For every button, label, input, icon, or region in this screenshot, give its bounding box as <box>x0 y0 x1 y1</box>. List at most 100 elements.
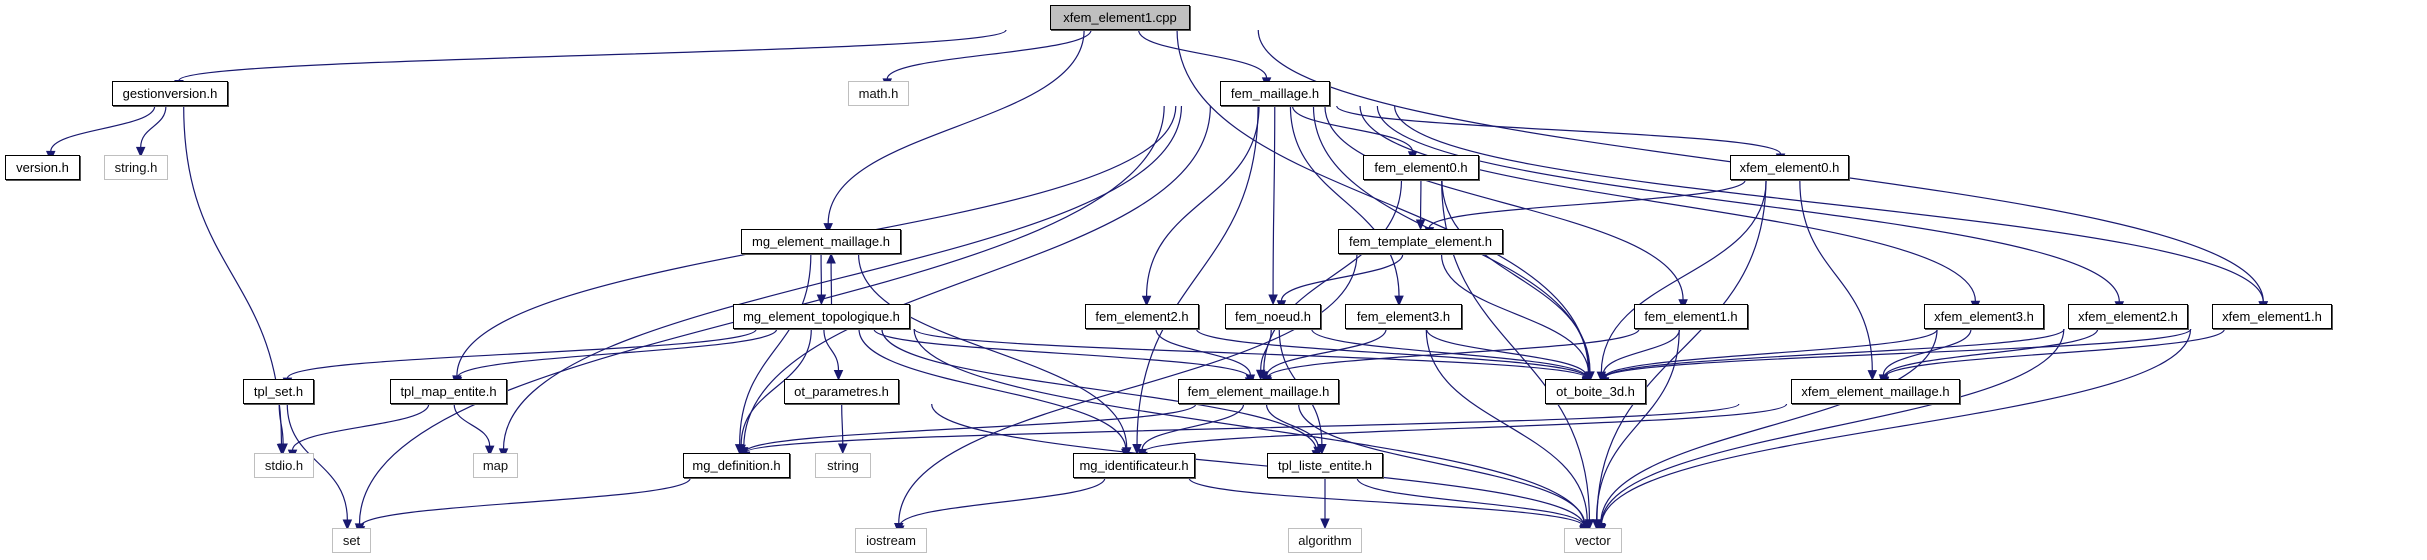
edge-tpl-map-entite-h-to-stdio-h <box>291 403 430 451</box>
node-xfem-element0-h[interactable]: xfem_element0.h <box>1730 155 1849 180</box>
node-mg-element-topologique-h[interactable]: mg_element_topologique.h <box>733 304 910 329</box>
node-label: set <box>342 533 361 548</box>
node-label: math.h <box>858 86 899 101</box>
edge-xfem-element0-h-to-fem-template-element-h <box>1428 179 1746 228</box>
edge-fem-element1-h-to-vector <box>1595 328 1680 520</box>
arrowhead-icon <box>1313 446 1323 458</box>
edge-ot-parametres-h-to-vector <box>931 403 1585 527</box>
edge-fem-element-maillage-h-to-tpl-liste-entite-h <box>1265 403 1319 448</box>
node-label: fem_maillage.h <box>1230 86 1320 101</box>
edge-xfem-element2-h-to-xfem-element-maillage-h <box>1883 328 2099 378</box>
arrowhead-icon <box>342 519 353 531</box>
arrowhead-icon <box>826 252 836 264</box>
edge-gestionversion-h-to-string-h <box>140 105 167 148</box>
edge-xfem-element1-cpp-to-ot-boite-3d-h <box>1176 29 1590 374</box>
node-label: algorithm <box>1298 533 1352 548</box>
edge-fem-maillage-h-to-map <box>502 105 1183 449</box>
node-tpl-map-entite-h[interactable]: tpl_map_entite.h <box>390 379 507 404</box>
edge-fem-maillage-h-to-fem-noeud-h <box>1272 105 1276 296</box>
node-fem-element-maillage-h[interactable]: fem_element_maillage.h <box>1178 379 1339 404</box>
edge-fem-maillage-h-to-xfem-element3-h <box>1359 105 1977 302</box>
node-label: xfem_element_maillage.h <box>1801 384 1950 399</box>
edge-fem-template-element-h-to-iostream <box>898 253 1358 524</box>
node-gestionversion-h[interactable]: gestionversion.h <box>112 81 228 106</box>
edge-xfem-element1-cpp-to-math-h <box>886 29 1092 80</box>
node-xfem-element3-h[interactable]: xfem_element3.h <box>1924 304 2044 329</box>
arrowhead-icon <box>1867 370 1878 381</box>
node-ot-boite-3d-h[interactable]: ot_boite_3d.h <box>1545 379 1646 404</box>
edge-gestionversion-h-to-version-h <box>50 105 156 152</box>
node-xfem-element1-h[interactable]: xfem_element1.h <box>2212 304 2332 329</box>
node-fem-element0-h[interactable]: fem_element0.h <box>1363 155 1479 180</box>
edge-xfem-element1-cpp-to-fem-maillage-h <box>1138 29 1268 78</box>
edge-xfem-element2-h-to-vector <box>1600 328 2065 525</box>
arrowhead-icon <box>1268 294 1278 306</box>
edge-mg-element-topologique-h-to-ot-boite-3d-h <box>913 328 1588 379</box>
arrowhead-icon <box>1415 219 1426 231</box>
node-label: xfem_element2.h <box>2078 309 2178 324</box>
node-label: mg_identificateur.h <box>1079 458 1189 473</box>
arrowhead-icon <box>823 223 833 234</box>
edge-ot-parametres-h-to-string <box>841 403 844 445</box>
node-map: map <box>473 453 518 478</box>
node-tpl-set-h[interactable]: tpl_set.h <box>243 379 314 404</box>
node-label: tpl_set.h <box>253 384 304 399</box>
edge-fem-element1-h-to-fem-element-maillage-h <box>1266 328 1640 379</box>
edge-fem-maillage-h-to-xfem-element0-h <box>1336 105 1782 155</box>
edge-fem-element2-h-to-fem-element-maillage-h <box>1155 328 1252 376</box>
node-label: string <box>827 458 859 473</box>
edge-fem-element0-h-to-ot-boite-3d-h <box>1441 179 1591 372</box>
edge-fem-element3-h-to-ot-boite-3d-h <box>1425 328 1588 377</box>
arrowhead-icon <box>837 443 848 455</box>
edge-fem-maillage-h-to-xfem-element1-h <box>1394 105 2264 303</box>
edge-mg-element-topologique-h-to-tpl-liste-entite-h <box>881 328 1317 451</box>
edge-tpl-set-h-to-stdio-h <box>278 403 284 445</box>
edge-fem-element-maillage-h-to-vector <box>1298 403 1586 525</box>
edge-mg-element-topologique-h-to-fem-element-maillage-h <box>873 328 1251 379</box>
edge-tpl-liste-entite-h-to-vector <box>1356 477 1585 527</box>
edge-mg-element-topologique-h-to-mg-identificateur-h <box>858 328 1127 450</box>
edge-fem-template-element-h-to-fem-noeud-h <box>1280 253 1404 301</box>
node-fem-element3-h[interactable]: fem_element3.h <box>1345 304 1462 329</box>
edge-xfem-element0-h-to-vector <box>1596 179 1767 520</box>
edge-xfem-element1-cpp-to-gestionversion-h <box>178 29 1007 81</box>
node-version-h[interactable]: version.h <box>5 155 80 180</box>
node-string: string <box>815 453 871 478</box>
edge-xfem-element3-h-to-vector <box>1600 328 1938 524</box>
node-math-h: math.h <box>848 81 909 106</box>
node-fem-maillage-h[interactable]: fem_maillage.h <box>1220 81 1330 106</box>
arrowhead-icon <box>278 443 288 455</box>
edge-fem-noeud-h-to-fem-element-maillage-h <box>1260 328 1272 371</box>
node-label: ot_boite_3d.h <box>1556 384 1635 399</box>
node-mg-element-maillage-h[interactable]: mg_element_maillage.h <box>741 229 901 254</box>
arrowhead-icon <box>816 294 827 306</box>
node-label: fem_element_maillage.h <box>1187 384 1330 399</box>
edge-xfem-element-maillage-h-to-mg-definition-h <box>744 403 1740 454</box>
node-label: gestionversion.h <box>122 86 218 101</box>
node-label: mg_definition.h <box>692 458 781 473</box>
node-label: xfem_element3.h <box>1934 309 2034 324</box>
node-xfem-element-maillage-h[interactable]: xfem_element_maillage.h <box>1791 379 1960 404</box>
node-ot-parametres-h[interactable]: ot_parametres.h <box>784 379 899 404</box>
node-label: mg_element_maillage.h <box>751 234 891 249</box>
node-tpl-liste-entite-h[interactable]: tpl_liste_entite.h <box>1267 453 1383 478</box>
edge-mg-element-topologique-h-to-ot-parametres-h <box>823 328 840 371</box>
node-mg-definition-h[interactable]: mg_definition.h <box>683 453 790 478</box>
node-label: fem_element3.h <box>1356 309 1451 324</box>
edge-fem-element1-h-to-ot-boite-3d-h <box>1602 328 1681 375</box>
node-fem-template-element-h[interactable]: fem_template_element.h <box>1338 229 1503 254</box>
node-mg-identificateur-h[interactable]: mg_identificateur.h <box>1073 453 1195 478</box>
edge-mg-element-topologique-h-to-vector <box>913 328 1585 526</box>
node-label: string.h <box>114 160 158 175</box>
edge-fem-element2-h-to-ot-boite-3d-h <box>1195 328 1588 379</box>
node-label: xfem_element1.cpp <box>1063 10 1177 25</box>
node-xfem-element2-h[interactable]: xfem_element2.h <box>2068 304 2188 329</box>
node-label: stdio.h <box>264 458 304 473</box>
node-fem-noeud-h[interactable]: fem_noeud.h <box>1225 304 1321 329</box>
node-fem-element2-h[interactable]: fem_element2.h <box>1085 304 1199 329</box>
node-fem-element1-h[interactable]: fem_element1.h <box>1634 304 1748 329</box>
edge-xfem-element-maillage-h-to-mg-identificateur-h <box>1142 403 1788 453</box>
edge-mg-element-maillage-h-to-mg-identificateur-h <box>857 253 1128 448</box>
node-stdio-h: stdio.h <box>254 453 314 478</box>
node-label: map <box>482 458 509 473</box>
